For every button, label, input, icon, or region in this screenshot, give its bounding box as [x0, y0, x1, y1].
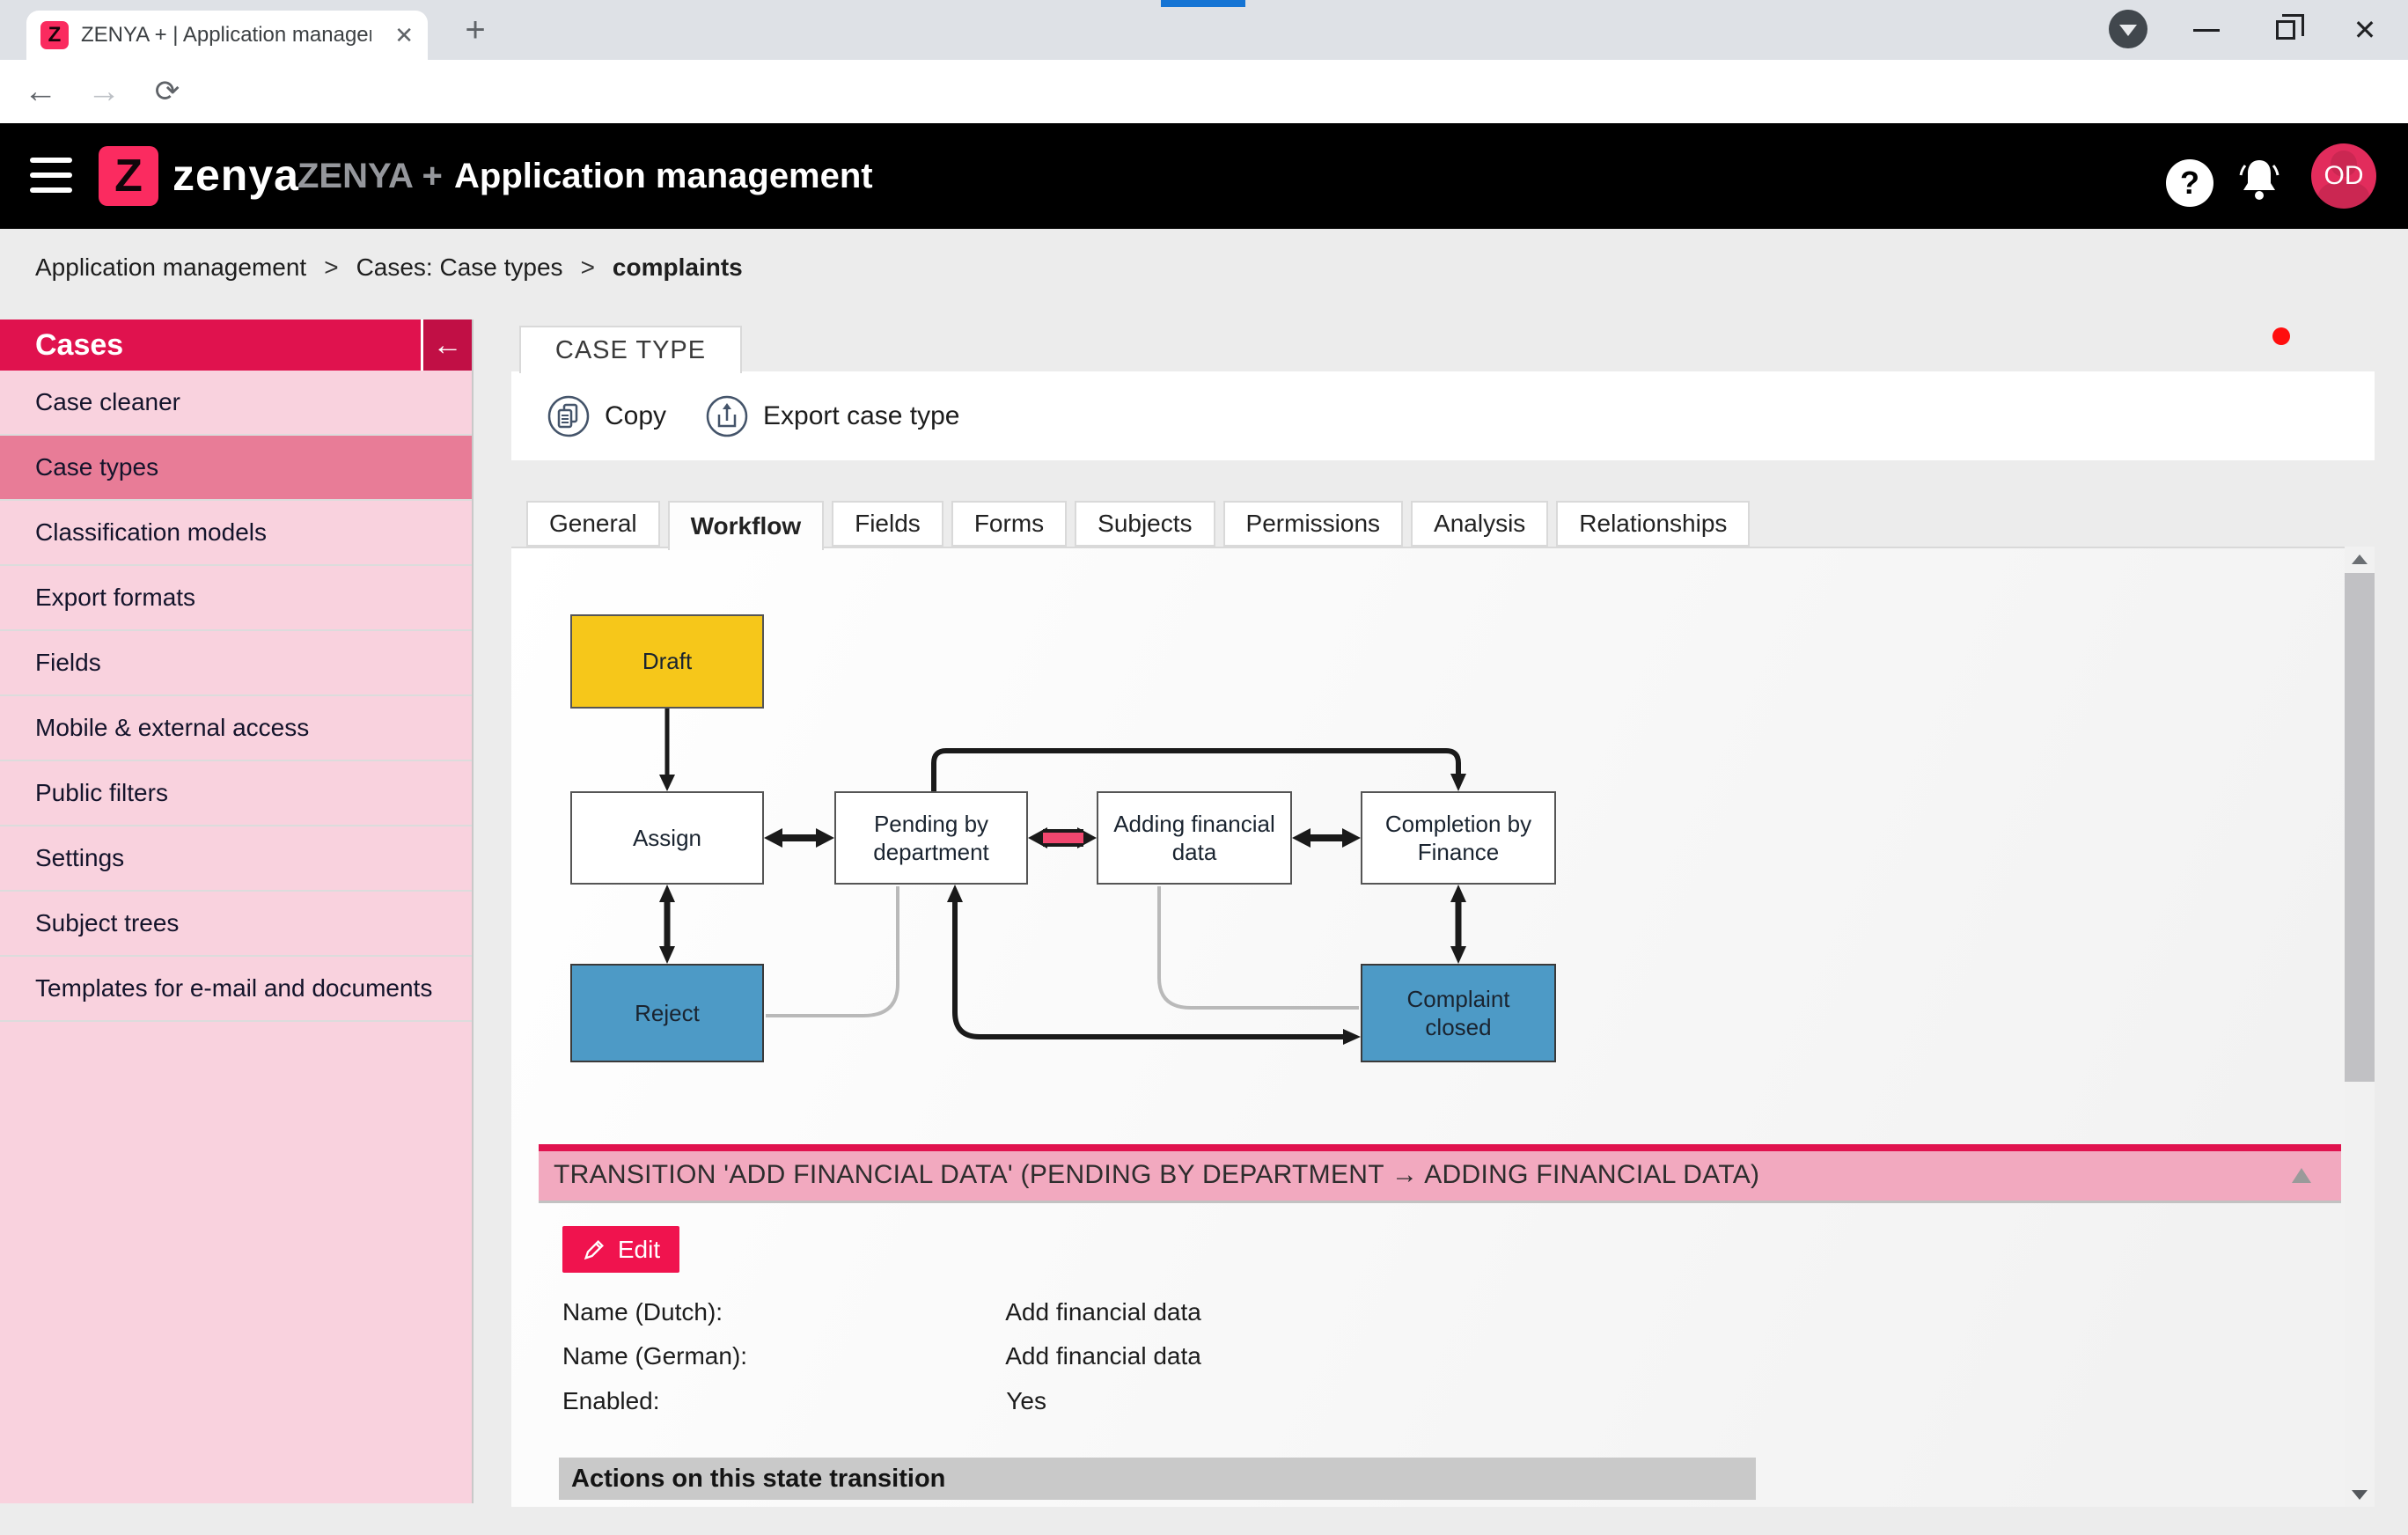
edit-button[interactable]: Edit	[562, 1226, 679, 1273]
browser-tab-bar: ZENYA + | Application managem	[0, 0, 2408, 60]
field-label: Enabled:	[562, 1387, 660, 1414]
suite-label: ZENYA +	[297, 157, 443, 195]
sidebar-filler	[0, 1022, 472, 1503]
sidebar-item-settings[interactable]: Settings	[0, 826, 472, 892]
field-enabled: Enabled: Yes	[562, 1384, 1046, 1418]
field-value: Add financial data	[1005, 1298, 1201, 1326]
sidebar-item-templates[interactable]: Templates for e-mail and documents	[0, 957, 472, 1022]
case-type-page-tab: CASE TYPE	[519, 326, 742, 373]
breadcrumb-app-management[interactable]: Application management	[35, 253, 307, 281]
top-blue-strip	[1161, 0, 1245, 7]
scrollbar-up-arrow[interactable]	[2345, 547, 2375, 571]
breadcrumb-separator: >	[324, 253, 339, 281]
content-scrollbar[interactable]	[2345, 547, 2375, 1507]
minimize-button[interactable]	[2169, 0, 2244, 60]
sidebar-item-subject-trees[interactable]: Subject trees	[0, 892, 472, 957]
reload-button[interactable]	[141, 60, 194, 123]
back-button[interactable]	[14, 60, 67, 123]
collapse-panel-icon[interactable]	[2292, 1168, 2311, 1183]
help-button[interactable]	[2166, 159, 2213, 207]
tab-forms[interactable]: Forms	[951, 501, 1068, 547]
browser-url-bar: teambe.iprova.nl/iTask/Admin/TaskTypes/T…	[0, 60, 2408, 176]
field-value: Add financial data	[1005, 1342, 1201, 1370]
window-close-button[interactable]	[2327, 0, 2403, 60]
copy-label: Copy	[605, 400, 667, 430]
workflow-node-assign[interactable]: Assign	[570, 791, 764, 885]
transition-banner[interactable]: TRANSITION 'ADD FINANCIAL DATA' (PENDING…	[539, 1144, 2341, 1203]
field-label: Name (German):	[562, 1342, 748, 1370]
copy-button[interactable]: Copy	[547, 394, 666, 438]
tab-fields[interactable]: Fields	[832, 501, 943, 547]
copy-icon	[547, 395, 590, 437]
field-label: Name (Dutch):	[562, 1298, 723, 1326]
forward-button[interactable]	[77, 60, 130, 123]
sidebar-item-public-filters[interactable]: Public filters	[0, 761, 472, 826]
sidebar-item-classification-models[interactable]: Classification models	[0, 501, 472, 566]
app-header: zenya ZENYA + Application management OD	[0, 123, 2408, 345]
workflow-node-complaint-closed[interactable]: Complaint closed	[1361, 964, 1556, 1062]
notifications-bell-icon[interactable]	[2236, 155, 2282, 204]
edit-label: Edit	[617, 1235, 661, 1263]
case-type-toolbar: Copy Export case type	[511, 371, 2375, 460]
case-type-tabs: General Workflow Fields Forms Subjects P…	[511, 501, 1751, 550]
tab-permissions[interactable]: Permissions	[1222, 501, 1404, 547]
pencil-icon	[584, 1239, 604, 1260]
sidebar-cases: Cases Case cleaner Case types Classifica…	[0, 319, 474, 1503]
new-tab-button[interactable]	[454, 9, 496, 51]
brand-name: zenya	[173, 151, 299, 200]
tab-subjects[interactable]: Subjects	[1075, 501, 1215, 547]
zenya-logo[interactable]	[99, 146, 158, 206]
tab-search-button[interactable]	[2109, 10, 2147, 48]
workflow-node-draft[interactable]: Draft	[570, 614, 764, 709]
tab-analysis[interactable]: Analysis	[1411, 501, 1549, 547]
transition-banner-title: TRANSITION 'ADD FINANCIAL DATA' (PENDING…	[554, 1160, 1760, 1189]
field-value: Yes	[1006, 1387, 1046, 1414]
app-title: Application management	[454, 157, 873, 195]
workflow-node-reject[interactable]: Reject	[570, 964, 764, 1062]
restore-button[interactable]	[2248, 0, 2324, 60]
sidebar-collapse-button[interactable]	[421, 319, 472, 371]
field-name-dutch: Name (Dutch): Add financial data	[562, 1296, 1201, 1329]
export-icon	[706, 395, 748, 437]
scrollbar-down-arrow[interactable]	[2345, 1482, 2375, 1507]
tab-relationships[interactable]: Relationships	[1556, 501, 1751, 547]
workflow-node-adding-financial-data[interactable]: Adding financial data	[1097, 791, 1292, 885]
zenya-favicon-icon	[40, 21, 69, 49]
workflow-connections	[659, 709, 1466, 1045]
breadcrumb: Application management > Cases: Case typ…	[35, 250, 743, 285]
breadcrumb-current: complaints	[612, 253, 743, 281]
tab-close-icon[interactable]	[394, 24, 414, 47]
actions-section-header: Actions on this state transition	[559, 1458, 1756, 1500]
user-avatar[interactable]: OD	[2311, 143, 2376, 209]
export-case-type-button[interactable]: Export case type	[705, 394, 960, 438]
export-label: Export case type	[763, 400, 960, 430]
tab-general[interactable]: General	[526, 501, 660, 547]
notification-dot	[2272, 327, 2290, 345]
breadcrumb-case-types[interactable]: Cases: Case types	[356, 253, 563, 281]
sidebar-item-case-cleaner[interactable]: Case cleaner	[0, 371, 472, 436]
hamburger-menu-button[interactable]	[30, 158, 72, 193]
sidebar-title: Cases	[0, 319, 472, 371]
workflow-node-pending-by-department[interactable]: Pending by department	[834, 791, 1028, 885]
browser-tab[interactable]: ZENYA + | Application managem	[26, 11, 428, 60]
sidebar-item-mobile-external-access[interactable]: Mobile & external access	[0, 696, 472, 761]
workflow-node-completion-by-finance[interactable]: Completion by Finance	[1361, 791, 1556, 885]
sidebar-item-fields[interactable]: Fields	[0, 631, 472, 696]
tab-workflow[interactable]: Workflow	[667, 501, 825, 550]
sidebar-item-case-types[interactable]: Case types	[0, 436, 472, 501]
sidebar-item-export-formats[interactable]: Export formats	[0, 566, 472, 631]
workflow-panel: Draft Assign Pending by department Addin…	[511, 547, 2345, 1507]
breadcrumb-separator: >	[580, 253, 595, 281]
field-name-german: Name (German): Add financial data	[562, 1340, 1201, 1373]
scrollbar-thumb[interactable]	[2345, 573, 2375, 1082]
tab-title: ZENYA + | Application managem	[81, 23, 371, 47]
